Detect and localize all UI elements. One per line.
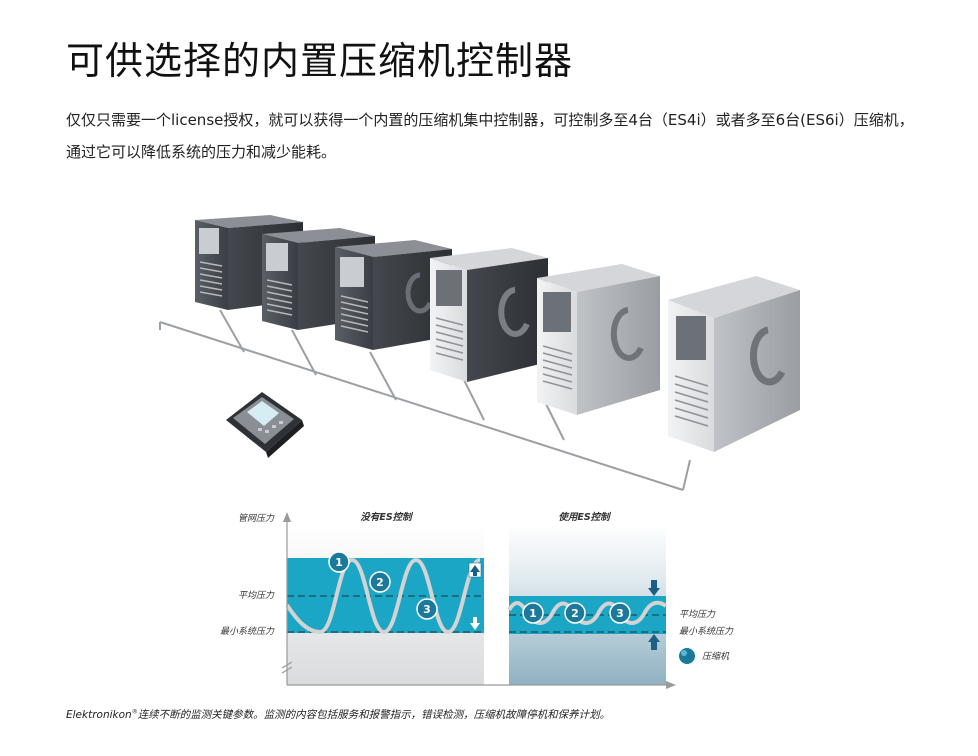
marker-label: 3 — [616, 607, 624, 620]
legend-label: 压缩机 — [702, 651, 730, 662]
y-axis-label: 管网压力 — [238, 513, 275, 524]
chart-axes — [286, 520, 672, 686]
controller-icon — [226, 392, 304, 458]
compressor-marker: 2 — [369, 571, 391, 593]
arrow-down-icon — [648, 580, 660, 596]
compressor-4 — [430, 248, 548, 382]
right-panel-title: 使用ES控制 — [558, 511, 612, 523]
compressor-marker: 1 — [328, 551, 350, 573]
compressor-5 — [537, 264, 660, 415]
left-avg-pressure-label: 平均压力 — [238, 590, 275, 601]
compressor-marker: 1 — [522, 602, 544, 624]
legend: 压缩机 — [679, 648, 730, 664]
marker-label: 2 — [571, 607, 579, 620]
marker-label: 3 — [423, 603, 431, 616]
figure-caption: Elektronikon®连续不断的监测关键参数。监测的内容包括服务和报警指示，… — [66, 707, 610, 722]
marker-label: 1 — [529, 607, 537, 620]
arrow-up-icon — [648, 634, 660, 650]
y-axis-arrow — [283, 512, 291, 522]
compressor-marker: 3 — [416, 598, 438, 620]
left-panel-title: 没有ES控制 — [360, 511, 414, 523]
caption-text: 连续不断的监测关键参数。监测的内容包括服务和报警指示，错误检测，压缩机故障停机和… — [137, 709, 611, 721]
arrow-down-icon — [470, 617, 480, 630]
marker-label: 2 — [376, 576, 384, 589]
x-axis-arrow — [666, 681, 676, 689]
compressor-illustration — [159, 215, 800, 491]
pressure-wave-without-es — [285, 557, 481, 635]
compressor-6 — [668, 276, 800, 452]
page-title: 可供选择的内置压缩机控制器 — [66, 39, 574, 83]
registered-mark: ® — [131, 708, 138, 716]
caption-brand: Elektronikon — [66, 709, 132, 721]
left-min-pressure-label: 最小系统压力 — [220, 626, 275, 637]
arrow-up-icon — [468, 562, 482, 578]
compressor-marker: 3 — [609, 602, 631, 624]
right-min-pressure-label: 最小系统压力 — [679, 626, 734, 637]
page-description: 仅仅只需要一个license授权，就可以获得一个内置的压缩机集中控制器，可控制多… — [66, 111, 914, 161]
marker-label: 1 — [335, 556, 343, 569]
compressor-marker: 2 — [564, 602, 586, 624]
right-avg-pressure-label: 平均压力 — [679, 609, 716, 620]
